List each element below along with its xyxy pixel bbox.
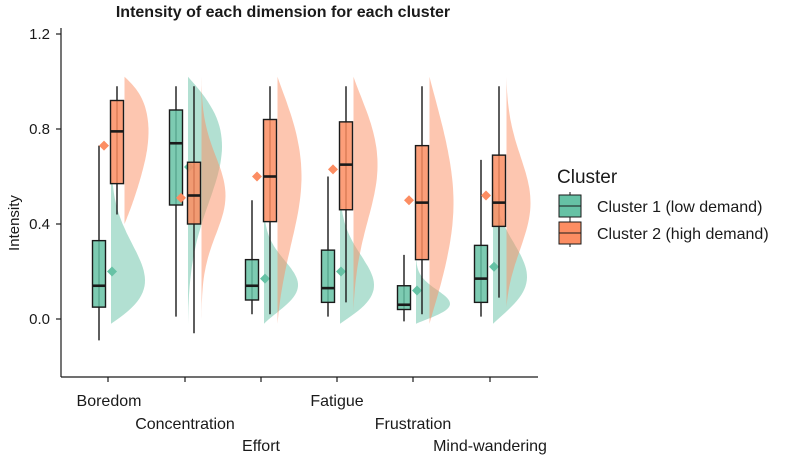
series-1 — [91, 76, 527, 341]
x-tick-label: Concentration — [135, 416, 235, 433]
y-tick-label: 0.8 — [29, 121, 50, 138]
density-cloud — [340, 167, 374, 324]
density-cloud — [506, 76, 531, 308]
legend-title: Cluster — [557, 167, 618, 188]
mean-marker — [412, 285, 422, 296]
legend-label-cluster-1: Cluster 1 (low demand) — [597, 199, 762, 216]
plot-area — [91, 76, 531, 341]
x-tick-label: Mind-wandering — [433, 438, 547, 455]
box-boredom — [91, 136, 145, 341]
density-cloud — [416, 245, 450, 324]
box-frustration — [404, 76, 454, 324]
box-iqr — [491, 154, 507, 228]
density-cloud — [353, 76, 378, 312]
series-2 — [99, 76, 531, 334]
box-boredom — [99, 76, 149, 224]
box-iqr — [168, 109, 184, 206]
mean-marker — [252, 171, 262, 182]
box-effort — [252, 76, 302, 324]
box-iqr — [262, 118, 278, 223]
box-mind-wandering — [481, 76, 531, 308]
y-axis-label: Intensity — [6, 195, 23, 251]
chart-title: Intensity of each dimension for each clu… — [116, 4, 450, 21]
mean-marker — [99, 140, 109, 151]
legend-item-cluster-1: Cluster 1 (low demand) — [558, 192, 762, 220]
box-iqr — [109, 99, 125, 185]
box-fatigue — [328, 76, 378, 312]
mean-marker — [481, 190, 491, 201]
y-axis: 0.0 0.4 0.8 1.2 — [29, 26, 62, 377]
x-tick-label: Frustration — [375, 416, 451, 433]
mean-marker — [176, 192, 186, 203]
x-tick-label: Boredom — [77, 393, 142, 410]
mean-marker — [489, 261, 499, 272]
mean-marker — [328, 164, 338, 175]
mean-marker — [336, 266, 346, 277]
box-concentration — [176, 76, 226, 334]
density-cloud — [201, 76, 226, 324]
legend: Cluster Cluster 1 (low demand) Cluster 2… — [557, 167, 769, 247]
mean-marker — [404, 195, 414, 206]
mean-marker — [107, 266, 117, 277]
legend-item-cluster-2: Cluster 2 (high demand) — [558, 219, 769, 247]
y-tick-label: 1.2 — [29, 26, 50, 43]
box-iqr — [473, 244, 489, 304]
box-iqr — [91, 239, 107, 308]
legend-label-cluster-2: Cluster 2 (high demand) — [597, 226, 769, 243]
box-iqr — [186, 161, 202, 225]
box-iqr — [244, 258, 260, 301]
box-frustration — [396, 245, 450, 324]
y-tick-label: 0.0 — [29, 311, 50, 328]
mean-marker — [260, 273, 270, 284]
x-tick-label: Effort — [242, 438, 281, 455]
density-cloud — [277, 76, 302, 324]
density-cloud — [429, 76, 454, 324]
density-cloud — [111, 136, 145, 324]
box-iqr — [320, 249, 336, 304]
y-tick-label: 0.4 — [29, 216, 50, 233]
density-cloud — [124, 76, 149, 224]
box-fatigue — [320, 167, 374, 324]
x-tick-label: Fatigue — [310, 393, 363, 410]
